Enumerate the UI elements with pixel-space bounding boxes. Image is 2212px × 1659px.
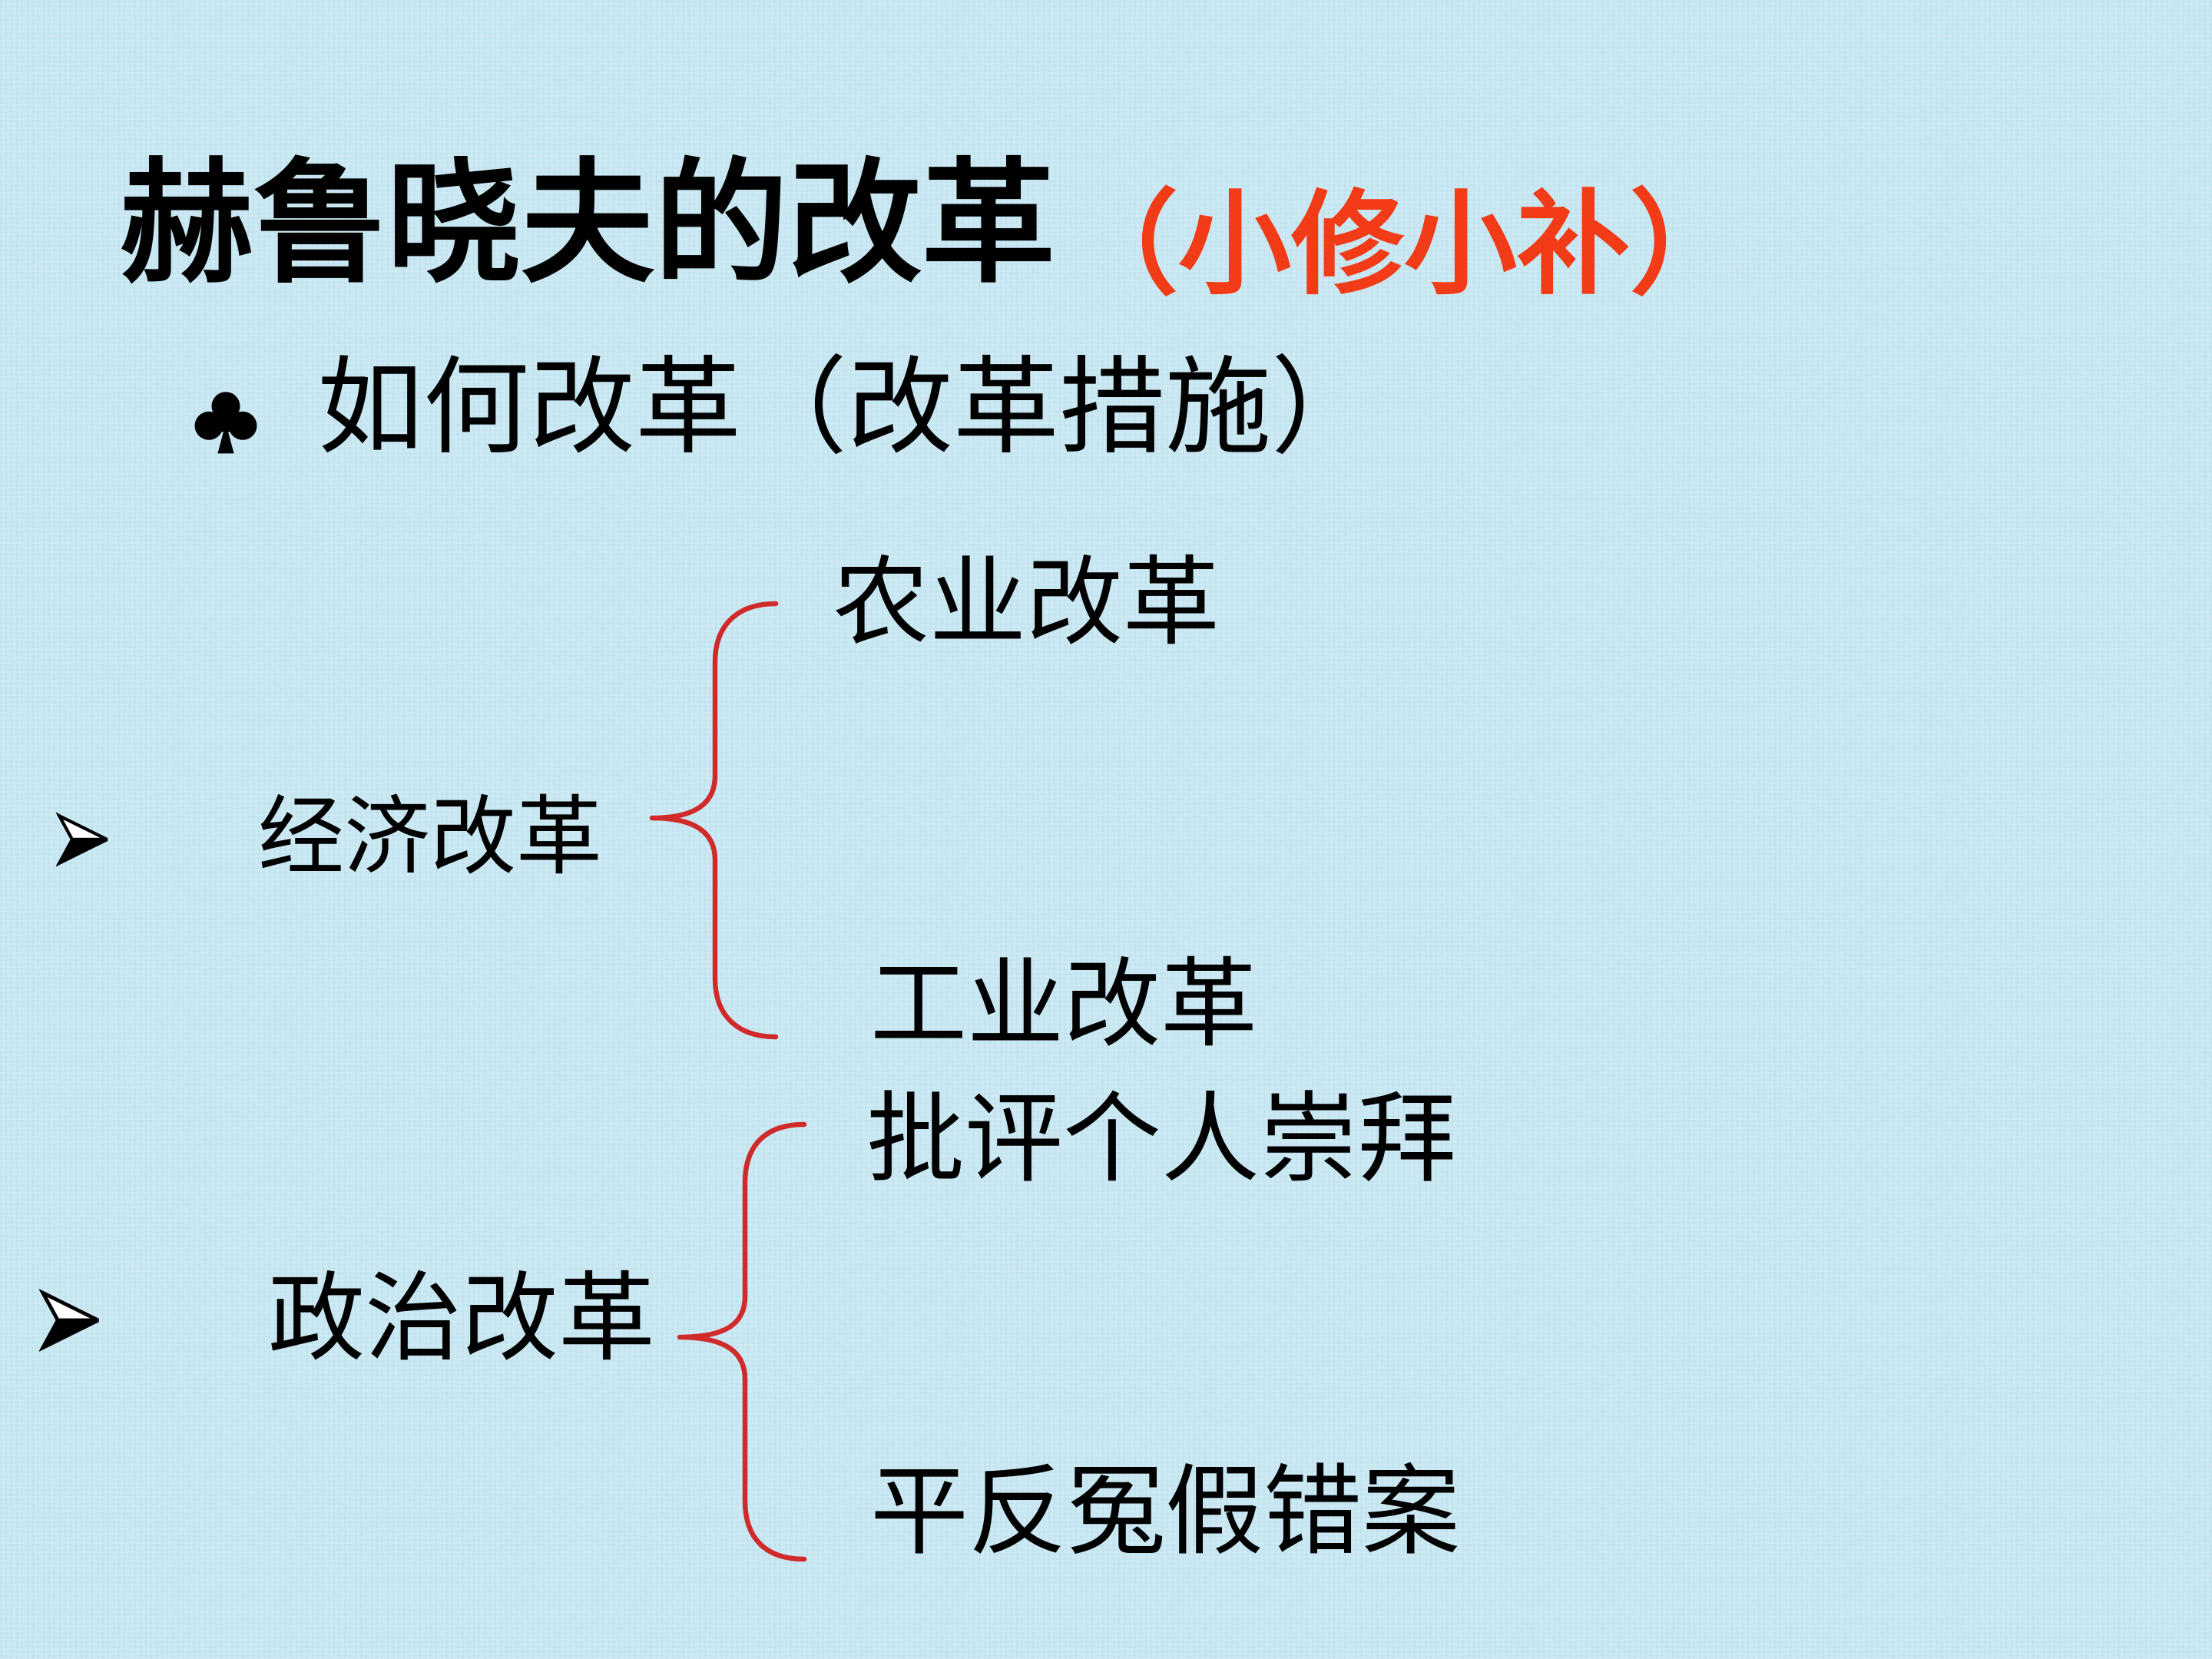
branch-label-economic: 经济改革 bbox=[258, 787, 602, 887]
subheading: 如何改革（改革措施） bbox=[317, 346, 1378, 469]
arrow-bullet-icon bbox=[39, 1289, 100, 1352]
arrow-bullet-icon bbox=[56, 812, 108, 867]
brace-economic bbox=[649, 601, 779, 1040]
brace-political bbox=[677, 1121, 807, 1562]
branch-item: 平反冤假错案 bbox=[870, 1455, 1461, 1569]
branch-item: 批评个人崇拜 bbox=[866, 1082, 1457, 1197]
branch-item: 工业改革 bbox=[870, 948, 1257, 1061]
branch-label-political: 政治改革 bbox=[268, 1262, 655, 1375]
club-icon bbox=[194, 392, 257, 454]
slide-title: 赫鲁晓夫的改革 bbox=[120, 146, 1056, 302]
branch-item: 农业改革 bbox=[833, 546, 1220, 659]
slide-title-note: （小修小补） bbox=[1065, 179, 1743, 310]
